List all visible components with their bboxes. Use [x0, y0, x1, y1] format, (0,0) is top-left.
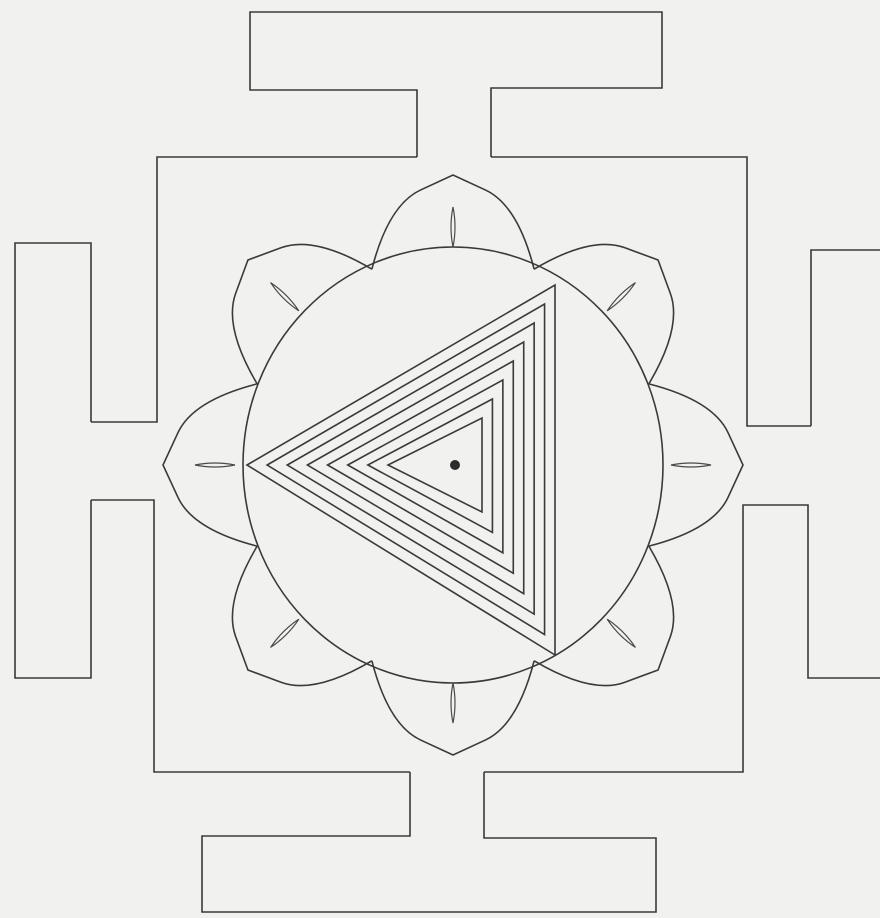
bindu-dot: [450, 460, 460, 470]
